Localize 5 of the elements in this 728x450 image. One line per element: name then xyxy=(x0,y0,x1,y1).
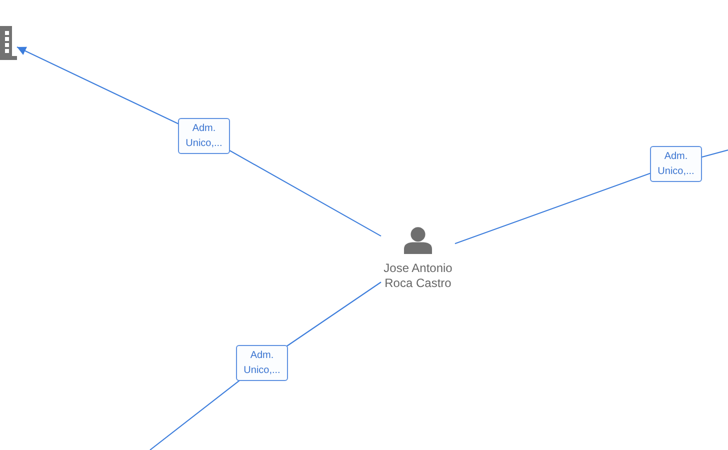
edge-label: Adm. Unico,... xyxy=(236,345,288,381)
building-icon xyxy=(0,26,17,60)
edge-label: Adm. Unico,... xyxy=(178,118,230,154)
edge-label: Adm. Unico,... xyxy=(650,146,702,182)
person-name: Jose Antonio Roca Castro xyxy=(382,261,454,291)
